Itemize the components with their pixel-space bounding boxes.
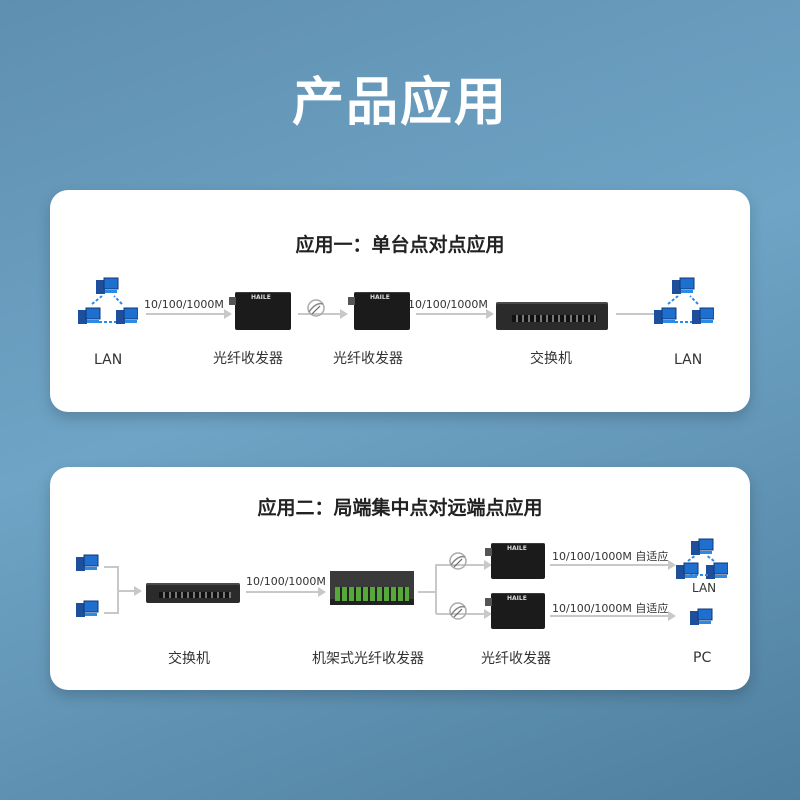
pc-label: PC [693, 650, 712, 666]
connector-arrow [118, 586, 142, 596]
application-two-title: 应用二：局端集中点对远端点应用 [257, 497, 543, 519]
fiber-transceiver-1: HAILE [229, 292, 291, 330]
connector-arrow [298, 309, 348, 319]
speed-label-1: 10/100/1000M [144, 298, 224, 311]
speed-label-2: 10/100/1000M [408, 298, 488, 311]
transceiver-label: 光纤收发器 [481, 651, 551, 667]
fiber-optic-icon [307, 299, 325, 317]
application-one-title: 应用一：单台点对点应用 [295, 234, 505, 256]
switch-label: 交换机 [168, 651, 210, 667]
connector-arrow [416, 309, 494, 319]
auto-label-1: 10/100/1000M 自适应 [552, 550, 669, 563]
connector-arrow [436, 609, 492, 619]
fiber-transceiver-top: HAILE [485, 543, 545, 579]
page-title: 产品应用 [291, 73, 508, 133]
application-one-card: 应用一：单台点对点应用 LAN 10/100/1000M HAILE 光纤收发器… [50, 190, 750, 412]
transceiver-brand: HAILE [251, 294, 271, 301]
connector-arrow [146, 309, 232, 319]
connector-arrow [246, 587, 326, 597]
connector-arrow [436, 560, 492, 570]
fiber-transceiver-bottom: HAILE [485, 593, 545, 629]
pc-icon [690, 608, 713, 626]
network-switch [146, 583, 240, 603]
network-switch [496, 302, 608, 330]
transceiver-brand: HAILE [370, 294, 390, 301]
speed-label: 10/100/1000M [246, 575, 326, 588]
connector-arrow [550, 560, 676, 570]
rack-label: 机架式光纤收发器 [312, 651, 424, 667]
fiber-transceiver-2: HAILE [348, 292, 410, 330]
lan-icon [676, 538, 728, 580]
application-two-card: 应用二：局端集中点对远端点应用 交换机 10/100/1000M 机架式光纤收发… [50, 467, 750, 690]
lan-left-icon [78, 277, 138, 325]
computer-icon [76, 600, 99, 618]
rack-fiber-transceiver [330, 571, 414, 605]
fiber-optic-icon [449, 602, 467, 620]
transceiver-brand: HAILE [507, 595, 527, 602]
computer-icon [76, 554, 99, 572]
auto-label-2: 10/100/1000M 自适应 [552, 602, 669, 615]
fiber-optic-icon [449, 552, 467, 570]
transceiver-brand: HAILE [507, 545, 527, 552]
lan-right-icon [654, 277, 714, 325]
lan-right-label: LAN [674, 352, 703, 368]
lan-left-label: LAN [94, 352, 123, 368]
connector-arrow [550, 611, 676, 621]
lan-label: LAN [692, 581, 717, 595]
transceiver-1-label: 光纤收发器 [213, 351, 283, 367]
switch-label: 交换机 [530, 351, 572, 367]
transceiver-2-label: 光纤收发器 [333, 351, 403, 367]
